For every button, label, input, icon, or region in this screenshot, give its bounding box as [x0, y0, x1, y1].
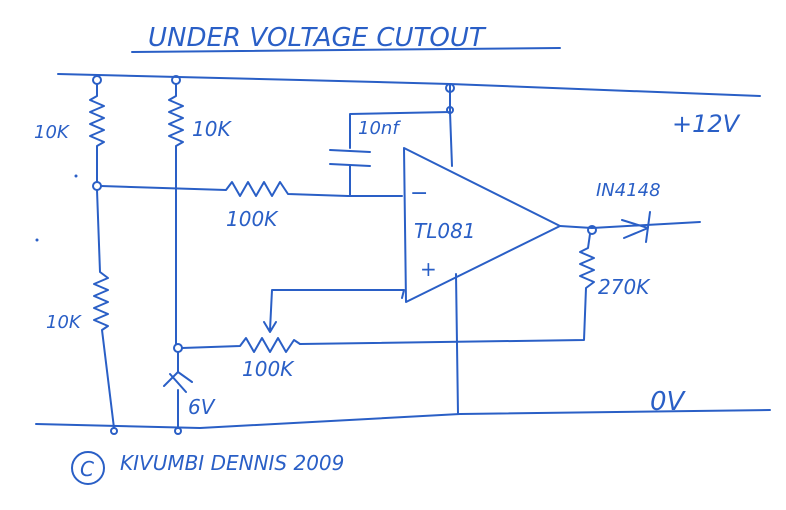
node-bottom-left: [110, 427, 118, 435]
node-bottom-second: [174, 427, 182, 435]
resistor-r3: [93, 189, 115, 429]
opamp-body: [403, 147, 561, 303]
diode-symbol: [621, 211, 651, 243]
zener-label: 6V: [188, 395, 216, 419]
r-fb-label: 270K: [598, 275, 651, 299]
title-underline: [131, 47, 561, 53]
node-divider-mid: [92, 181, 102, 191]
stray-mark: [74, 174, 78, 178]
output-wire: [559, 221, 701, 229]
resistor-r2: [168, 83, 184, 345]
opamp-plus-sign: +: [420, 257, 437, 281]
resistor-r-fb: [299, 233, 595, 345]
positive-rail: [57, 73, 761, 97]
copyright-text: KIVUMBI DENNIS 2009: [120, 451, 344, 475]
node-zener-top: [173, 343, 183, 353]
capacitor-symbol: [329, 149, 371, 167]
resistor-r1: [89, 83, 105, 183]
opamp-label: TL081: [414, 219, 476, 243]
r3-label: 10K: [46, 312, 82, 333]
pot-wiper: [263, 289, 405, 333]
r-in-label: 100K: [226, 207, 279, 231]
resistor-r-in: [100, 181, 403, 197]
copyright-circle: [71, 451, 105, 485]
zener-symbol: [163, 371, 193, 393]
opamp-vminus-lead: [455, 273, 459, 415]
node-output: [587, 225, 597, 235]
diode-label: IN4148: [596, 180, 661, 201]
node-top-left: [92, 75, 102, 85]
copyright-symbol: C: [80, 457, 94, 481]
ground-rail: [35, 409, 771, 429]
node-supply-opamp: [445, 83, 455, 93]
r2-label: 10K: [192, 117, 232, 141]
diagram-title: UNDER VOLTAGE CUTOUT: [148, 23, 487, 53]
stray-mark: [35, 238, 39, 242]
opamp-vplus-lead: [449, 111, 453, 167]
cap-label: 10nf: [358, 118, 401, 139]
pot-label: 100K: [242, 357, 295, 381]
cap-lead-top: [349, 83, 451, 149]
opamp-minus-sign: −: [410, 181, 428, 206]
positive-rail-label: +12V: [672, 110, 741, 138]
potentiometer: [181, 337, 301, 353]
r1-label: 10K: [34, 122, 70, 143]
ground-rail-label: 0V: [650, 387, 687, 417]
